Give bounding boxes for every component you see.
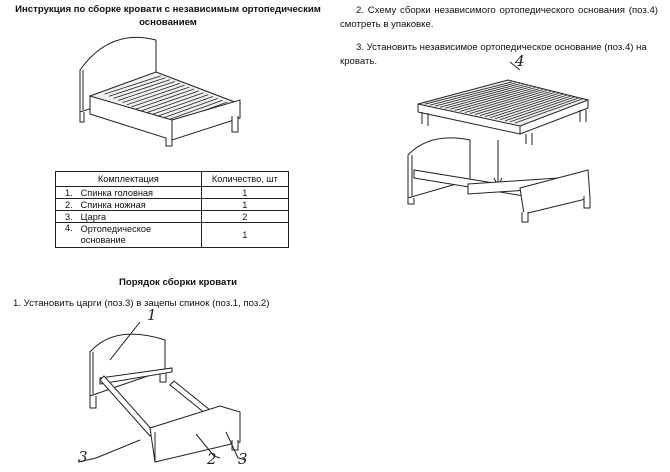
slat [126, 84, 185, 106]
slat [454, 87, 536, 111]
slat [149, 94, 209, 116]
slat [494, 94, 567, 120]
slat [459, 88, 540, 112]
table-header-kit: Комплектация [55, 171, 202, 187]
part-name: Спинка ножная [74, 198, 202, 211]
part-qty: 1 [200, 222, 290, 248]
assembly-title: Порядок сборки кровати [119, 277, 237, 288]
slat [162, 99, 223, 123]
slat [117, 81, 176, 101]
parts-table: Комплектация Количество, шт 1. Спинка го… [54, 171, 290, 248]
table-header-row: Комплектация Количество, шт [55, 171, 290, 187]
base-placement-drawing [407, 61, 591, 223]
slat [464, 89, 544, 113]
callout-pos4: 4 [515, 52, 525, 70]
slat [444, 85, 528, 109]
table-row: 3. Царга 2 [54, 210, 290, 223]
slat [474, 91, 552, 115]
slat [140, 90, 199, 112]
assembled-bed-drawing [79, 36, 242, 147]
row-number: 3. [54, 210, 75, 223]
part-qty: 1 [200, 186, 290, 199]
slat [113, 79, 171, 99]
slat [449, 86, 532, 110]
slat [469, 90, 548, 114]
slat [131, 86, 190, 108]
part-qty: 2 [200, 210, 290, 223]
slat [499, 95, 571, 121]
table-row: 1. Спинка головная 1 [54, 186, 290, 199]
slat [504, 96, 575, 122]
part-name: Ортопедическое основание [74, 222, 202, 248]
slat [158, 97, 218, 121]
slat [144, 92, 204, 114]
step1-exploded-drawing [77, 321, 247, 463]
callout-pos1: 1 [147, 306, 157, 324]
document-title: Инструкция по сборке кровати с независим… [15, 4, 321, 28]
slat [108, 77, 166, 97]
table-header-qty: Количество, шт [200, 171, 290, 187]
part-name: Царга [74, 210, 202, 223]
slat [135, 88, 195, 110]
slat [484, 92, 559, 118]
slat [479, 92, 555, 116]
row-number: 4. [54, 222, 75, 248]
slat [489, 93, 563, 119]
step-3-text: 3. Установить независимое ортопедическое… [340, 42, 647, 67]
step-2-text: 2. Схему сборки независимого ортопедичес… [340, 5, 658, 30]
part-qty: 1 [200, 198, 290, 211]
table-row: 2. Спинка ножная 1 [54, 198, 290, 211]
slat [514, 98, 583, 124]
slat [434, 83, 520, 107]
table-row: 4. Ортопедическое основание 1 [54, 222, 290, 248]
callout-pos3-right: 3 [238, 450, 248, 468]
slat [104, 75, 161, 95]
callout-pos3-left: 3 [78, 448, 88, 466]
row-number: 1. [54, 186, 75, 199]
slat [153, 96, 214, 118]
slat [509, 97, 579, 123]
part-name: Спинка головная [74, 186, 202, 199]
slat [424, 81, 512, 105]
callout-pos2: 2 [207, 450, 217, 468]
slat [122, 82, 180, 104]
step-1-text: 1. Установить царги (поз.3) в зацепы спи… [13, 298, 270, 309]
slat [429, 82, 516, 106]
row-number: 2. [54, 198, 75, 211]
slat [439, 84, 524, 108]
